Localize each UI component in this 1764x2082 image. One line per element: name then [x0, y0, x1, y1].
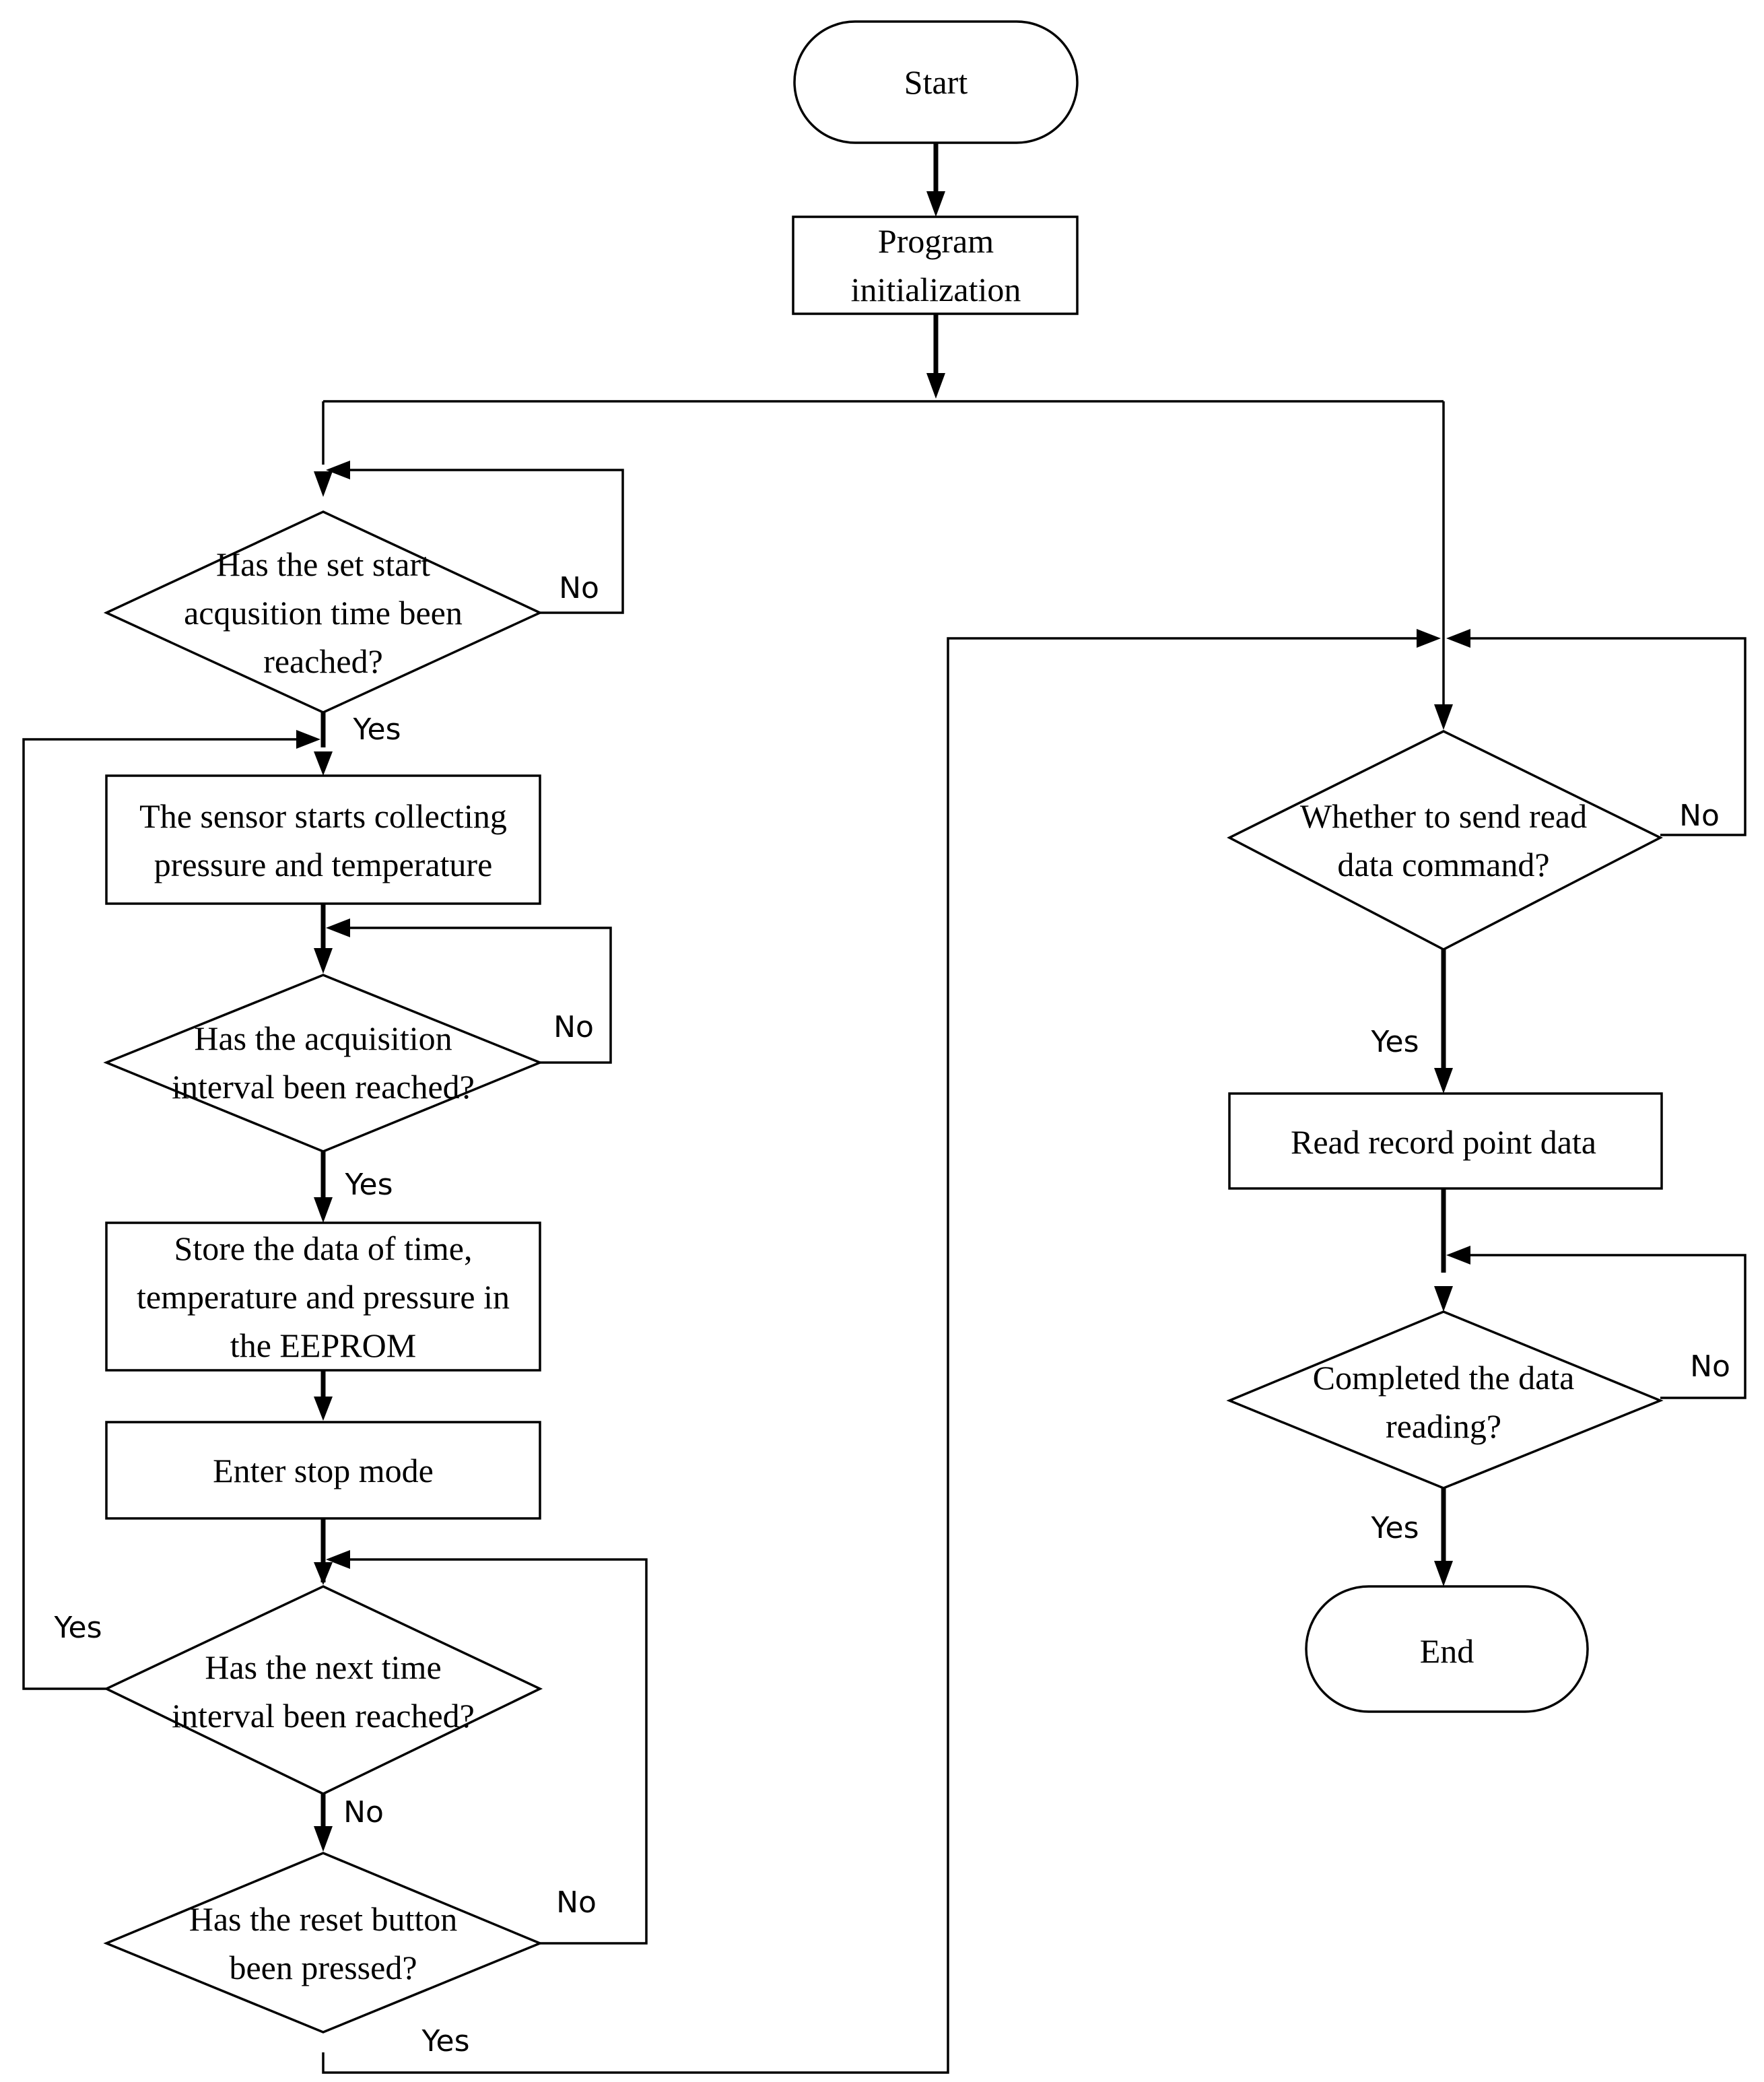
node-label: Read record point data — [1291, 1123, 1596, 1161]
edge-label-send-no: No — [1679, 799, 1720, 833]
node-label-line: reading? — [1386, 1407, 1501, 1445]
node-label: The sensor starts collecting pressure and… — [139, 797, 507, 883]
node-label-line: Completed the data — [1313, 1359, 1575, 1397]
flowchart-nodes: Start Program initialization Has the set … — [103, 20, 1664, 2034]
node-label-line: Has the next time — [205, 1648, 441, 1686]
arrowhead-left-icon — [1446, 629, 1470, 648]
edge-label-interval-no: No — [553, 1010, 594, 1044]
arrowhead-down-icon — [926, 373, 945, 399]
arrowhead-down-icon — [314, 1562, 333, 1585]
decision-reset-button: Has the reset button been pressed? — [103, 1852, 543, 2034]
edge-reset-no-loop — [347, 1558, 648, 1945]
arrowhead-down-icon — [1434, 1286, 1453, 1312]
node-label-line: Whether to send read — [1300, 797, 1587, 835]
read-record-point-box: Read record point data — [1228, 1092, 1663, 1190]
arrowhead-right-icon — [296, 730, 320, 749]
node-label: Completed the data reading? — [1313, 1359, 1575, 1445]
node-label: Has the acquisition interval been reached… — [172, 1019, 475, 1106]
node-label-line: Start — [904, 63, 968, 101]
decision-start-acquisition-time: Has the set start acqusition time been rea… — [103, 510, 543, 714]
node-label: Store the data of time, temperature and p… — [137, 1230, 510, 1364]
node-label-line: Has the acquisition — [194, 1019, 452, 1057]
node-label-line: Store the data of time, — [174, 1230, 473, 1267]
arrowheads — [296, 191, 1470, 1852]
edge-next-yes-loop — [22, 738, 300, 1690]
arrowhead-down-icon — [314, 471, 333, 497]
arrowhead-down-icon — [314, 1197, 333, 1223]
edge-complete-no-loop — [1468, 1254, 1746, 1399]
node-label-line: initialization — [851, 271, 1021, 308]
node-label: End — [1420, 1632, 1474, 1670]
sensor-collecting-box: The sensor starts collecting pressure and… — [105, 774, 541, 905]
arrowhead-left-icon — [326, 1550, 350, 1569]
node-label: Has the set start acqusition time been rea… — [184, 545, 463, 680]
decision-next-time-interval: Has the next time interval been reached? — [103, 1585, 543, 1795]
arrowhead-down-icon — [314, 1826, 333, 1852]
node-label-line: The sensor starts collecting — [139, 797, 507, 835]
node-label: Has the next time interval been reached? — [172, 1648, 475, 1735]
edge-label-reset-yes: Yes — [421, 2024, 469, 2058]
edge-label-start-time-yes: Yes — [352, 712, 401, 747]
arrowhead-left-icon — [326, 461, 350, 479]
edge-send-no-loop — [1468, 637, 1746, 836]
node-label-line: Has the reset button — [189, 1900, 458, 1938]
enter-stop-mode-box: Enter stop mode — [105, 1421, 541, 1520]
node-label-line: data command? — [1337, 846, 1549, 883]
arrowhead-right-icon — [1417, 629, 1441, 648]
decision-send-read-command: Whether to send read data command? — [1227, 730, 1663, 951]
arrowhead-down-icon — [1434, 1068, 1453, 1094]
edge-label-complete-yes: Yes — [1370, 1511, 1419, 1545]
node-label-line: the EEPROM — [230, 1327, 416, 1364]
node-label: Start — [904, 63, 968, 101]
edge-label-next-yes: Yes — [53, 1611, 102, 1645]
node-label-line: reached? — [263, 642, 383, 680]
arrowhead-down-icon — [1434, 1561, 1453, 1586]
decision-completed-reading: Completed the data reading? — [1226, 1310, 1664, 1489]
node-label-line: Program — [878, 222, 994, 260]
edge-reset-yes — [322, 637, 1419, 2074]
node-label-line: Has the set start — [216, 545, 430, 583]
program-initialization-box: Program initialization — [792, 215, 1079, 315]
arrowhead-down-icon — [314, 948, 333, 974]
node-label: Enter stop mode — [213, 1452, 434, 1489]
node-label: Program initialization — [851, 222, 1021, 308]
node-label-line: End — [1420, 1632, 1474, 1670]
edge-label-next-no: No — [343, 1795, 384, 1829]
edge-start-time-no-loop — [347, 469, 624, 614]
arrowhead-down-icon — [314, 751, 333, 776]
arrowhead-down-icon — [314, 1397, 333, 1421]
decision-acquisition-interval: Has the acquisition interval been reached… — [103, 974, 543, 1153]
node-label-line: pressure and temperature — [154, 846, 493, 883]
node-label: Whether to send read data command? — [1300, 797, 1587, 883]
edge-label-reset-no: No — [556, 1885, 597, 1920]
node-label-line: interval been reached? — [172, 1068, 475, 1106]
edge-label-complete-no: No — [1690, 1349, 1730, 1384]
start-terminal: Start — [793, 20, 1079, 144]
node-label-line: interval been reached? — [172, 1697, 475, 1735]
arrowhead-down-icon — [1434, 704, 1453, 730]
end-terminal: End — [1305, 1585, 1589, 1713]
node-label: Has the reset button been pressed? — [189, 1900, 458, 1986]
arrowhead-left-icon — [1446, 1246, 1470, 1265]
node-label-line: Read record point data — [1291, 1123, 1596, 1161]
arrowhead-down-icon — [926, 191, 945, 217]
node-label-line: Enter stop mode — [213, 1452, 434, 1489]
edge-interval-no-loop — [347, 927, 612, 1064]
edge-label-send-yes: Yes — [1370, 1025, 1419, 1059]
node-label-line: temperature and pressure in — [137, 1278, 510, 1316]
store-data-box: Store the data of time, temperature and p… — [105, 1221, 541, 1372]
node-label-line: been pressed? — [229, 1949, 417, 1986]
edge-label-start-time-no: No — [559, 571, 599, 605]
edge-label-interval-yes: Yes — [344, 1168, 393, 1202]
edge-labels: No Yes No Yes Yes No No Yes No Yes No Ye… — [53, 571, 1730, 2058]
arrowhead-left-icon — [326, 918, 350, 937]
node-label-line: acqusition time been — [184, 594, 463, 632]
